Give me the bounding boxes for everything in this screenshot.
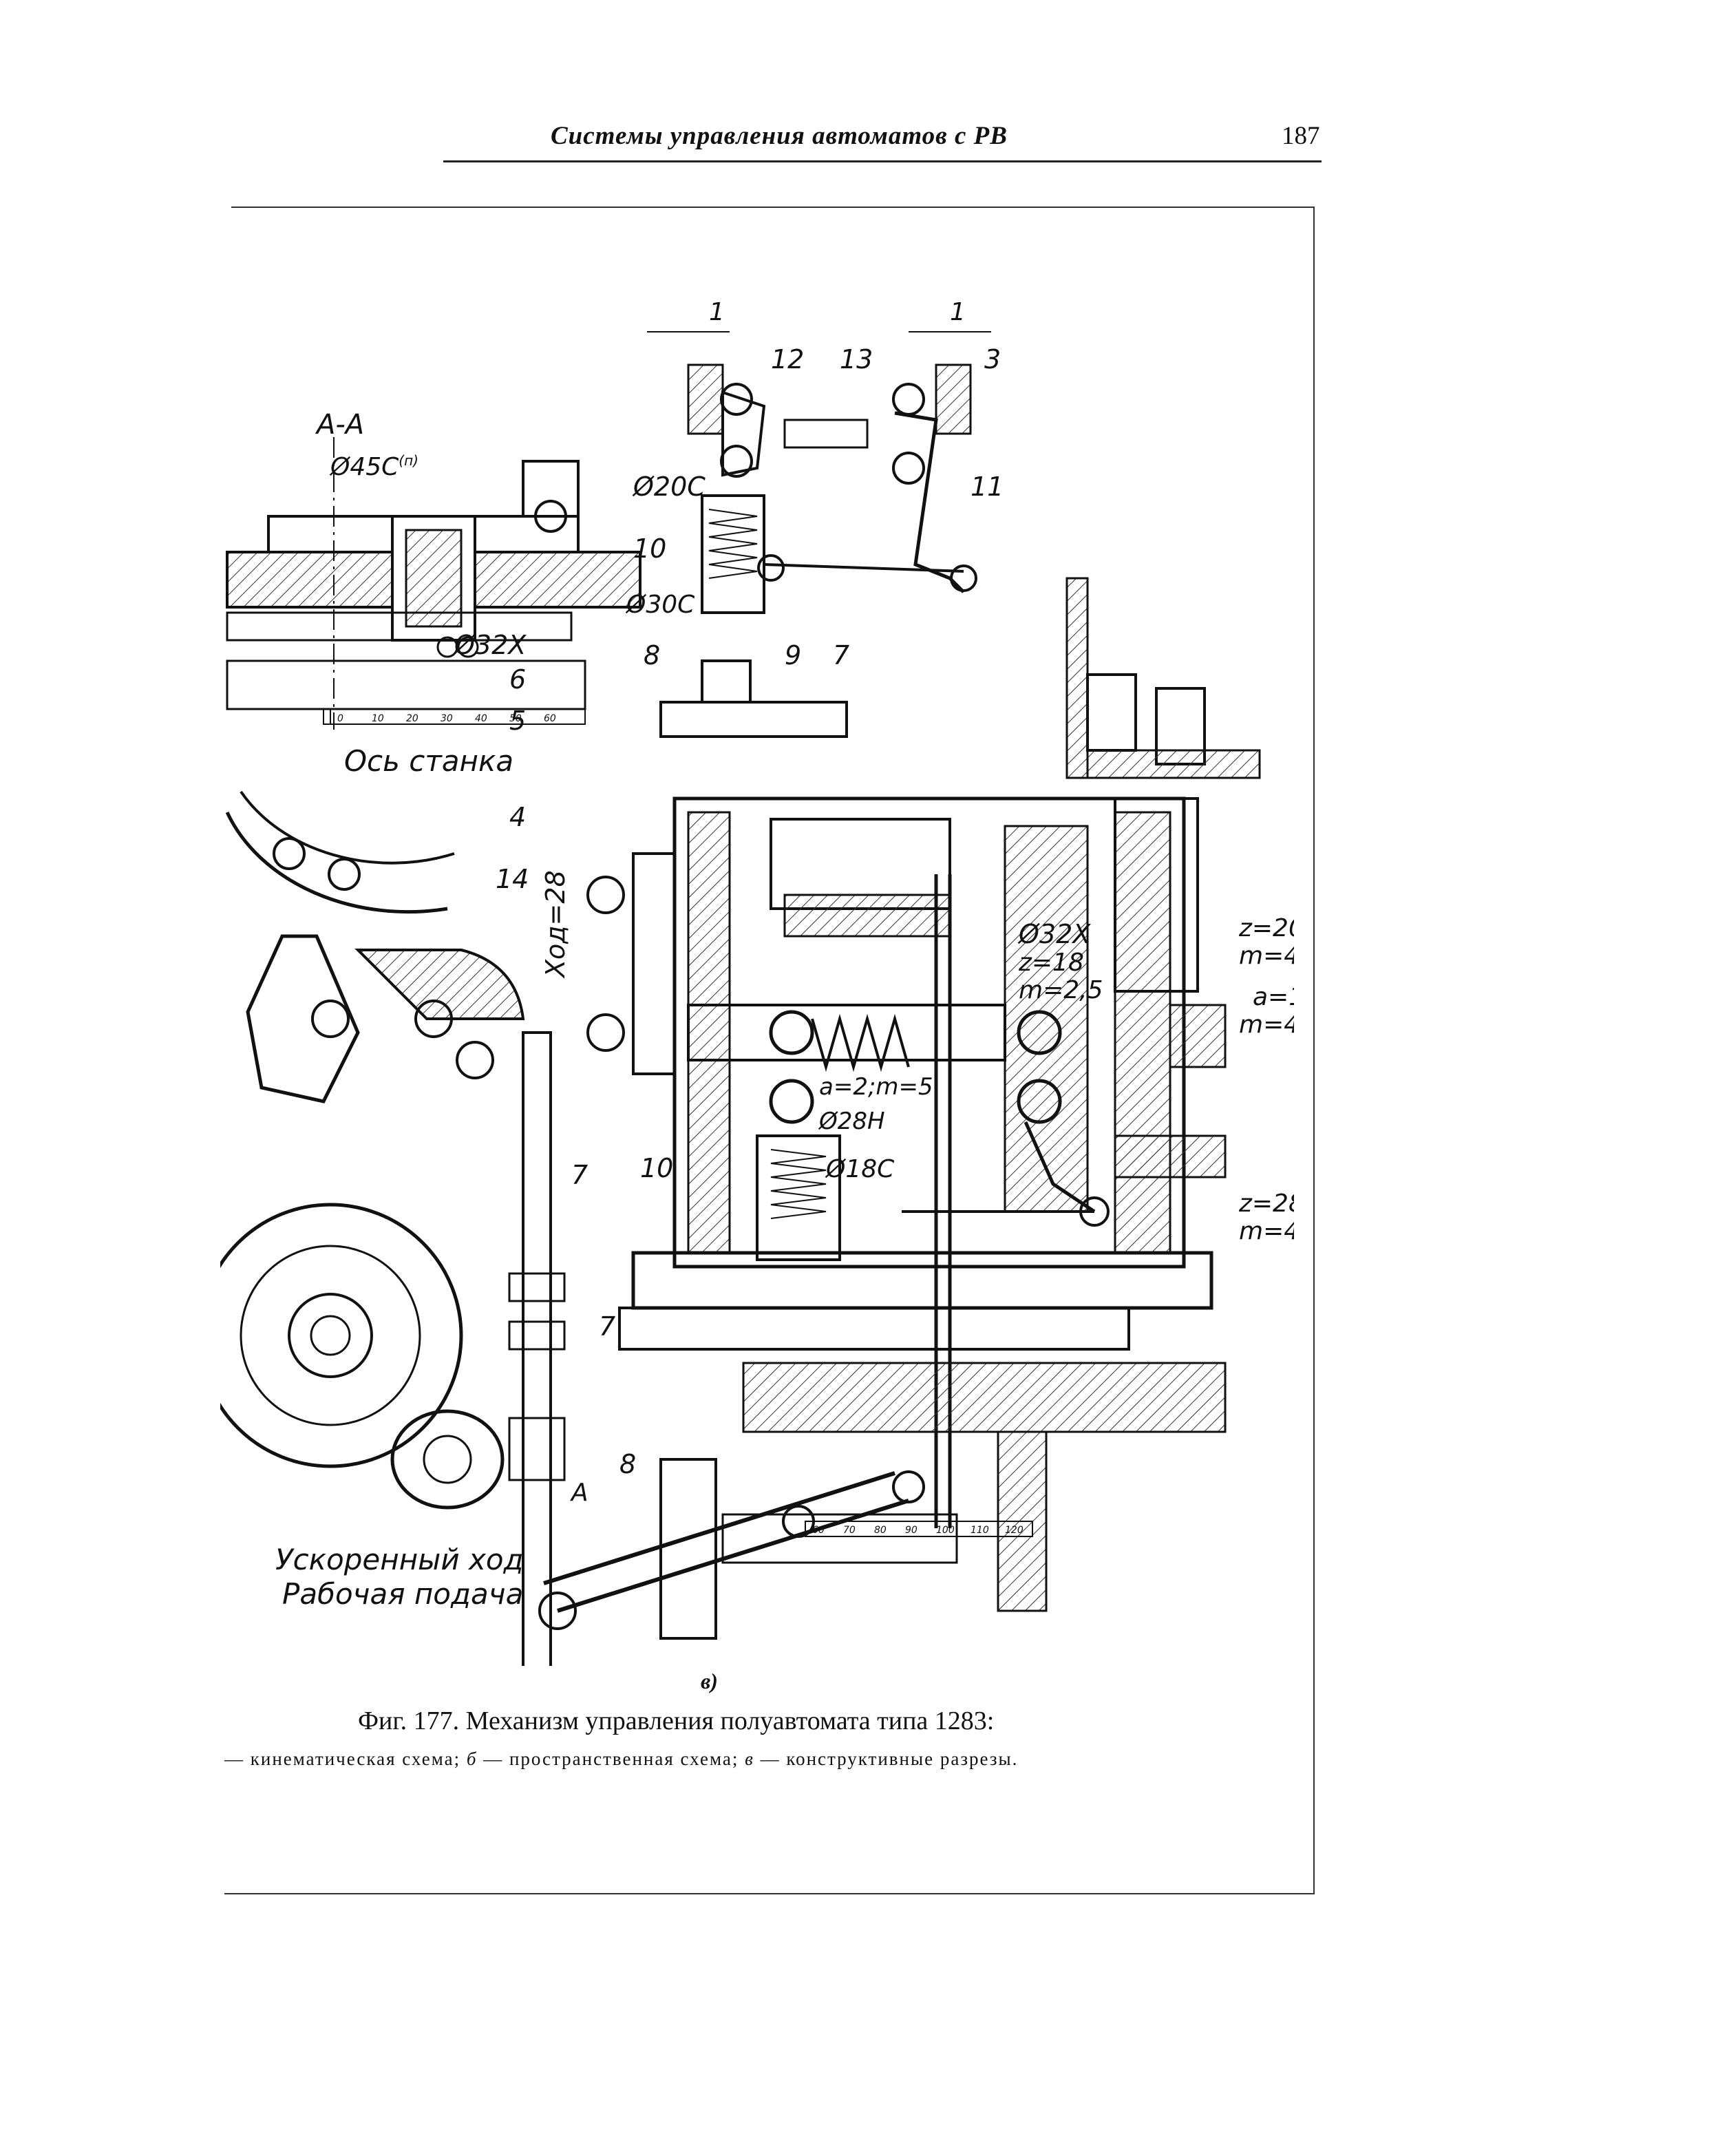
- figure-subcaption: — кинематическая схема; б — пространстве…: [224, 1748, 1018, 1770]
- subcaption-c: — конструктивные разрезы.: [760, 1748, 1019, 1769]
- svg-text:0: 0: [337, 713, 343, 724]
- label-axis: Ось станка: [344, 744, 513, 778]
- svg-text:90: 90: [905, 1525, 918, 1536]
- header-rule: [443, 160, 1322, 162]
- label-d18c: Ø18С: [825, 1155, 895, 1183]
- svg-text:110: 110: [971, 1525, 989, 1536]
- svg-text:70: 70: [843, 1525, 856, 1536]
- svg-text:50: 50: [509, 713, 522, 724]
- svg-text:120: 120: [1005, 1525, 1024, 1536]
- label-z20: z=20: [1238, 914, 1294, 942]
- label-d45c: Ø45С(п): [329, 452, 418, 481]
- label-n6: 6: [509, 664, 526, 695]
- label-n3: 3: [984, 344, 1001, 374]
- svg-text:30: 30: [441, 713, 453, 724]
- label-work-feed: Рабочая подача: [282, 1577, 523, 1611]
- lever-assembly-top: [647, 331, 991, 738]
- label-n7-low: 7: [599, 1311, 615, 1342]
- figure-frame-right: [1313, 207, 1315, 1893]
- figure-frame-top: [231, 207, 1315, 208]
- technical-drawing: А-А Ø45С(п) Ø20С Ø30С Ø32Х Ось станка Хо…: [220, 298, 1294, 1666]
- label-d28h: Ø28Н: [818, 1108, 885, 1135]
- label-n8-top: 8: [644, 640, 660, 670]
- figure-caption: Фиг. 177. Механизм управления полуавтома…: [358, 1706, 995, 1735]
- label-n7-top: 7: [833, 640, 849, 670]
- subcaption-b: — пространственная схема;: [483, 1748, 739, 1769]
- label-n7-mid: 7: [571, 1160, 588, 1190]
- label-n11: 11: [971, 472, 1004, 502]
- running-header-title: Системы управления автоматов с РВ: [551, 122, 1008, 150]
- label-dim-1-right: 1: [950, 298, 966, 326]
- svg-text:40: 40: [475, 713, 487, 724]
- label-n14: 14: [496, 864, 529, 894]
- label-dim-1-left: 1: [709, 298, 725, 326]
- label-n8-low: 8: [619, 1449, 636, 1479]
- section-a-a-view: [226, 437, 641, 730]
- feed-rod-and-drum: [220, 1031, 577, 1666]
- label-n10-top: 10: [633, 533, 666, 564]
- subcaption-b-mark: б: [466, 1748, 478, 1769]
- label-fast-feed: Ускоренный ход: [275, 1543, 524, 1576]
- subfigure-label: в): [701, 1669, 718, 1693]
- label-m4-c: m=4: [1239, 1217, 1294, 1245]
- scale-top: 0 10 20 30 40 50 60: [330, 708, 586, 725]
- subcaption-a: — кинематическая схема;: [224, 1748, 461, 1769]
- label-z28: z=28: [1238, 1190, 1294, 1218]
- main-housing-section: [543, 577, 1261, 1640]
- svg-text:10: 10: [372, 713, 384, 724]
- subcaption-c-mark: в: [745, 1748, 754, 1769]
- label-a2m5: a=2;m=5: [819, 1073, 933, 1101]
- svg-text:20: 20: [406, 713, 418, 724]
- label-d30c: Ø30С: [625, 591, 695, 619]
- label-n12: 12: [771, 344, 804, 374]
- svg-text:60: 60: [812, 1525, 825, 1536]
- label-n10-mid: 10: [640, 1153, 673, 1183]
- label-point-a: А: [570, 1479, 588, 1507]
- svg-text:80: 80: [874, 1525, 887, 1536]
- label-a1: a=1: [1253, 983, 1294, 1011]
- scale-bottom: 60 70 80 90 100 110 120: [805, 1521, 1033, 1537]
- svg-text:60: 60: [544, 713, 556, 724]
- label-n5: 5: [509, 706, 526, 736]
- label-n13: 13: [840, 344, 873, 374]
- label-d32x-top: Ø32Х: [453, 630, 527, 660]
- label-m4-b: m=4: [1239, 1011, 1294, 1039]
- cam-segment-view: [225, 790, 525, 1103]
- svg-text:100: 100: [936, 1525, 955, 1536]
- page-number: 187: [1282, 122, 1320, 150]
- label-d20c: Ø20С: [632, 472, 706, 502]
- label-stroke: Ход=28: [540, 870, 571, 979]
- label-section-a-a: А-А: [315, 409, 364, 441]
- label-m4-a: m=4: [1239, 942, 1294, 970]
- label-m25: m=2,5: [1019, 976, 1103, 1004]
- figure-frame-bottom: [224, 1893, 1315, 1894]
- label-n9: 9: [785, 640, 801, 670]
- label-d32x-mid: Ø32Х: [1017, 919, 1091, 949]
- label-n4: 4: [509, 802, 526, 832]
- label-z18: z=18: [1018, 949, 1084, 977]
